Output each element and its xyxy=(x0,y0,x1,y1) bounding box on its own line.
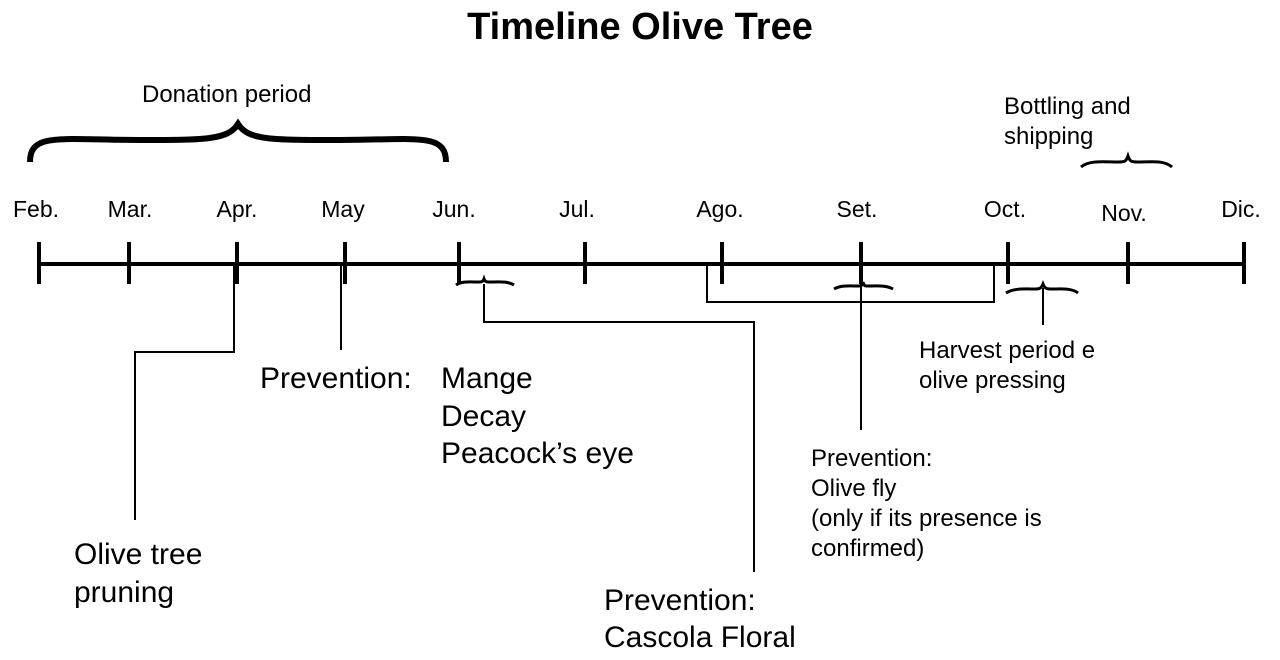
donation-brace xyxy=(27,118,449,163)
month-label-may: May xyxy=(321,196,365,222)
olive-fly-line-3: (only if its presence is xyxy=(811,505,1042,532)
month-label-set: Set. xyxy=(836,196,878,222)
olive-fly-line-1: Prevention: xyxy=(811,445,933,472)
cascola-line-2: Cascola Floral xyxy=(604,620,796,654)
harvest-line-1: Harvest period e xyxy=(919,337,1096,364)
cascola-label: Prevention: Cascola Floral xyxy=(604,583,796,656)
month-label-mar: Mar. xyxy=(107,196,153,222)
disease-peacocks-eye: Peacock’s eye xyxy=(441,437,634,470)
harvest-brace xyxy=(1005,279,1079,295)
pruning-line-1: Olive tree xyxy=(74,538,203,571)
month-ticks xyxy=(37,242,1246,284)
month-label-jun: Jun. xyxy=(432,196,476,222)
month-label-ago: Ago. xyxy=(696,196,744,222)
bottling-line-2: shipping xyxy=(1004,123,1094,150)
cascola-connector xyxy=(483,284,755,572)
month-label-nov: Nov. xyxy=(1101,200,1147,226)
bottling-label: Bottling and shipping xyxy=(1004,92,1131,152)
ago-oct-bracket xyxy=(706,264,995,303)
olive-fly-line-4: confirmed) xyxy=(811,535,925,562)
month-label-dic: Dic. xyxy=(1221,196,1261,222)
donation-period-label: Donation period xyxy=(142,81,312,108)
harvest-line-2: olive pressing xyxy=(919,367,1066,394)
olive-fly-label: Prevention: Olive fly (only if its prese… xyxy=(811,444,1042,564)
bottling-line-1: Bottling and xyxy=(1004,93,1131,120)
pruning-line-2: pruning xyxy=(74,575,175,609)
harvest-label: Harvest period e olive pressing xyxy=(919,336,1095,396)
pruning-label: Olive tree pruning xyxy=(74,536,202,611)
prevention-label: Prevention: xyxy=(260,362,412,395)
bottling-brace xyxy=(1080,151,1173,169)
pruning-connector xyxy=(134,264,235,520)
cascola-line-1: Prevention: xyxy=(604,584,756,617)
disease-mange: Mange xyxy=(441,362,533,395)
june-brace xyxy=(455,274,515,287)
olive-fly-line-2: Olive fly xyxy=(811,475,897,502)
month-label-feb: Feb. xyxy=(12,196,60,222)
disease-decay: Decay xyxy=(441,399,527,433)
month-label-jul: Jul. xyxy=(559,196,595,222)
september-brace xyxy=(833,281,894,291)
prevention-diseases-list: Mange Decay Peacock’s eye xyxy=(441,360,634,473)
page-title: Timeline Olive Tree xyxy=(467,6,813,48)
month-label-oct: Oct. xyxy=(983,196,1027,222)
month-label-apr: Apr. xyxy=(216,196,258,222)
